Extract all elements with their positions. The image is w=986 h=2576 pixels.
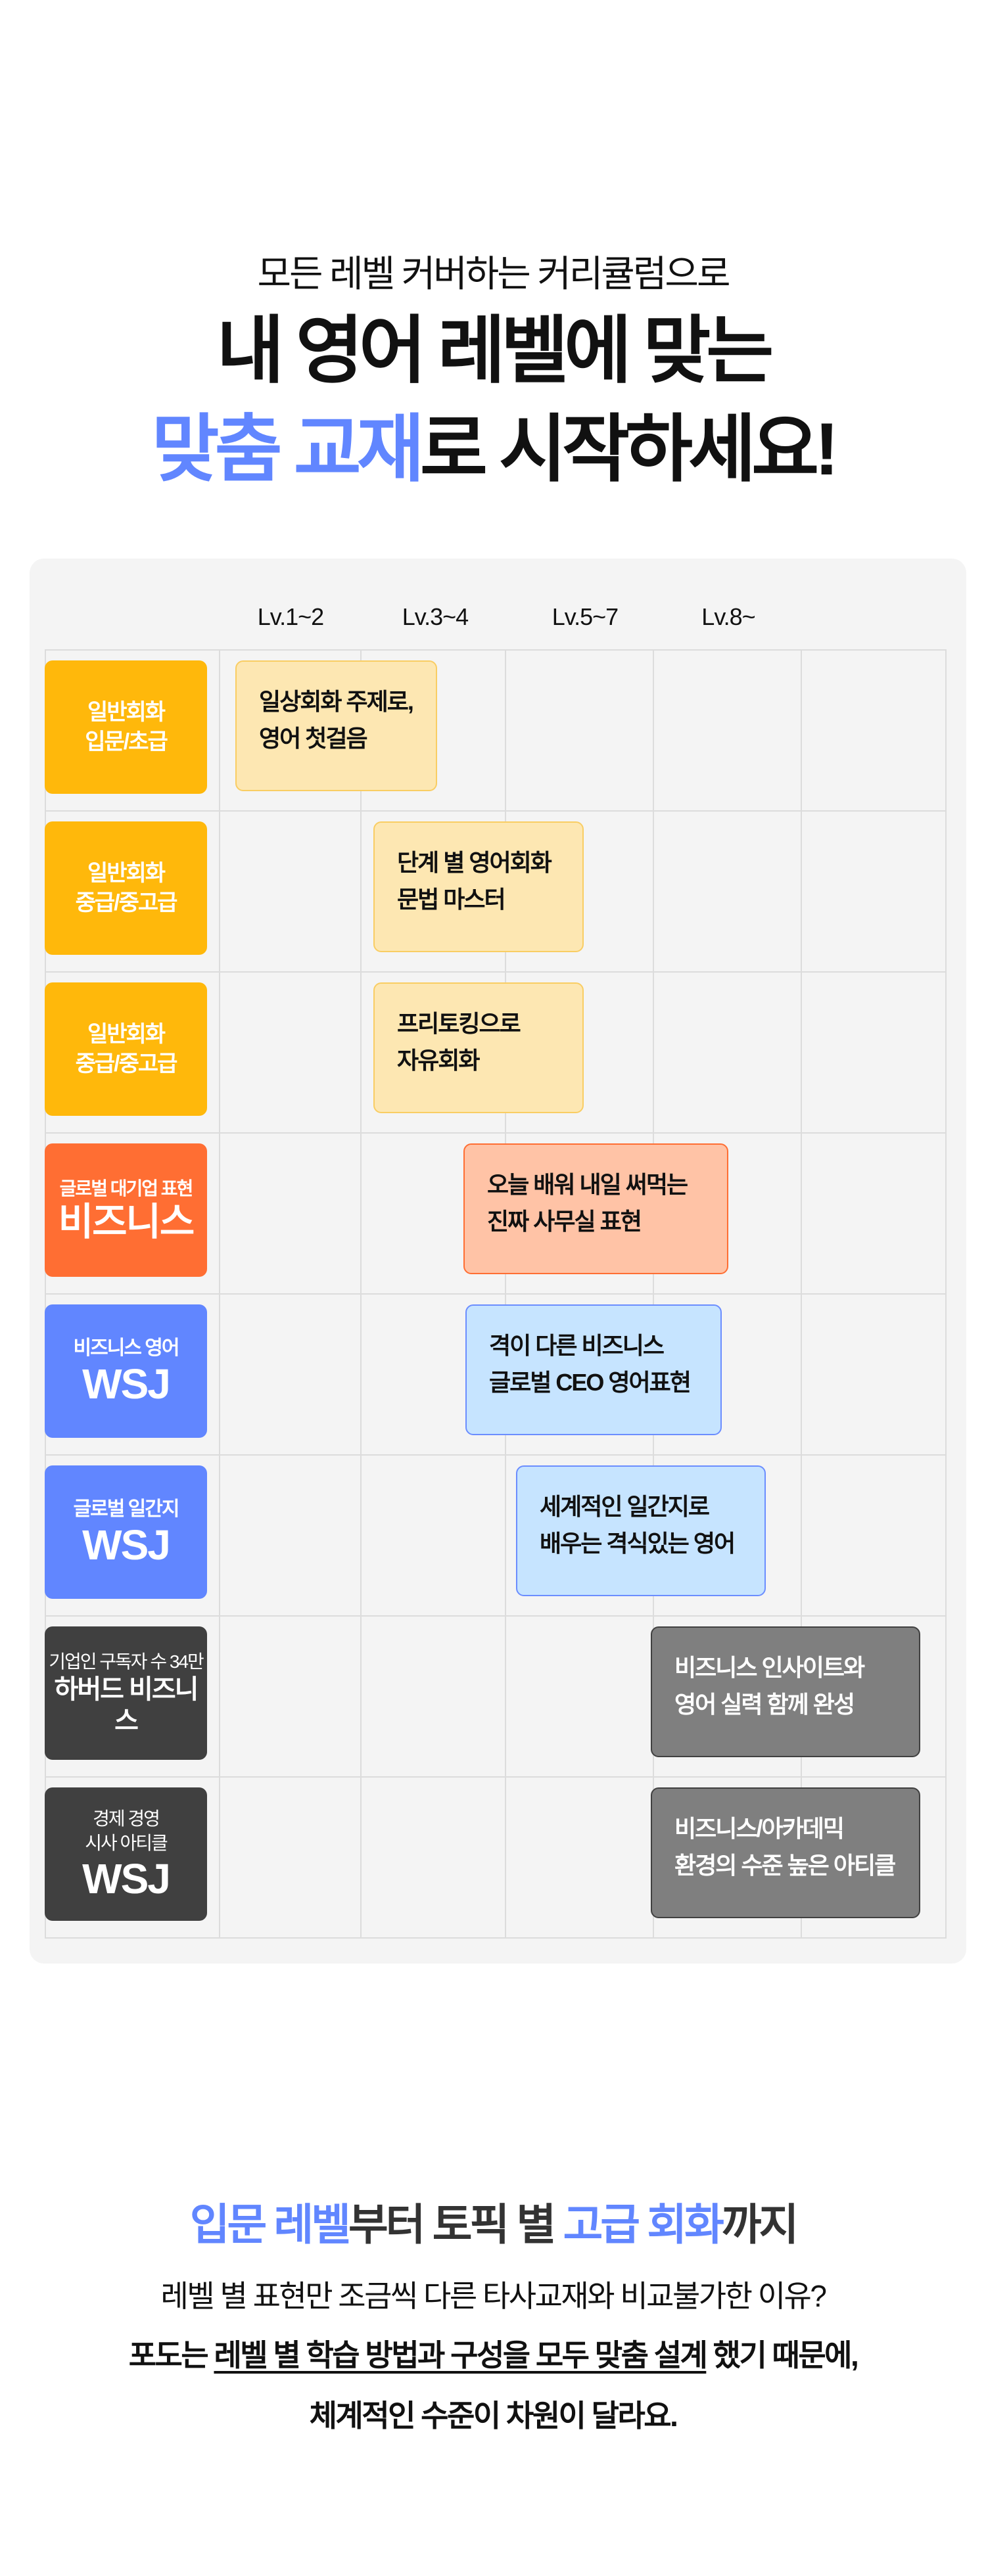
card-line: 비즈니스/아카데믹 <box>674 1814 845 1842</box>
card-line: 진짜 사무실 표현 <box>487 1207 642 1235</box>
grid-line <box>45 1776 947 1778</box>
grid-line <box>45 810 947 812</box>
title-text: 부터 토픽 별 <box>348 2200 563 2249</box>
text: 했기 때문에, <box>706 2338 859 2372</box>
course-label-intermediate-2: 일반회화 중급/중고급 <box>45 982 207 1116</box>
label-line: 일반회화 <box>87 1022 166 1047</box>
card-line: 오늘 배워 내일 써먹는 <box>487 1170 688 1198</box>
title-highlight: 입문 레벨 <box>189 2200 351 2249</box>
course-card-wsj-article: 비즈니스/아카데믹 환경의 수준 높은 아티클 <box>651 1787 920 1918</box>
bottom-text-line3: 체계적인 수준이 차원이 달라요. <box>309 2399 678 2433</box>
card-line: 격이 다른 비즈니스 <box>489 1331 665 1359</box>
section-subtitle: 모든 레벨 커버하는 커리큘럼으로 <box>257 253 731 294</box>
card-line: 일상회화 주제로, <box>259 687 414 715</box>
card-line: 배우는 격식있는 영어 <box>540 1529 736 1557</box>
bottom-text-line2: 포도는 레벨 별 학습 방법과 구성을 모두 맞춤 설계 했기 때문에, <box>0 2332 986 2375</box>
grid-line <box>45 1293 947 1295</box>
card-line: 글로벌 CEO 영어표현 <box>489 1368 692 1396</box>
card-line: 환경의 수준 높은 아티클 <box>674 1851 896 1879</box>
text: 포도는 <box>128 2338 214 2372</box>
card-line: 세계적인 일간지로 <box>540 1492 710 1520</box>
label-line: 일반회화 <box>87 700 166 725</box>
course-label-wsj-article: 경제 경영 시사 아티클 WSJ <box>45 1787 207 1921</box>
label-line: WSJ <box>82 1360 171 1408</box>
label-line: 시사 아티클 <box>85 1833 168 1854</box>
level-header-1: Lv.1~2 <box>257 603 324 630</box>
card-line: 자유회화 <box>397 1046 480 1074</box>
course-label-wsj-daily: 글로벌 일간지 WSJ <box>45 1465 207 1599</box>
course-card-wsj-daily: 세계적인 일간지로 배우는 격식있는 영어 <box>516 1465 766 1596</box>
course-card-beginner: 일상회화 주제로, 영어 첫걸음 <box>235 660 437 791</box>
label-line: 비즈니스 <box>58 1200 195 1243</box>
card-line: 문법 마스터 <box>397 885 506 913</box>
label-line: 하버드 비즈니스 <box>54 1675 199 1736</box>
course-card-grammar: 단계 별 영어회화 문법 마스터 <box>373 821 584 952</box>
card-line: 영어 실력 함께 완성 <box>674 1690 855 1718</box>
bottom-title: 입문 레벨부터 토픽 별 고급 회화까지 <box>0 2190 986 2253</box>
headline-line2: 맞춤 교재로 시작하세요! <box>0 413 986 486</box>
course-label-business: 글로벌 대기업 표현 비즈니스 <box>45 1143 207 1277</box>
underlined-text: 레벨 별 학습 방법과 구성을 모두 맞춤 설계 <box>214 2338 707 2372</box>
label-line: 글로벌 일간지 <box>73 1498 180 1520</box>
label-line: WSJ <box>82 1521 171 1569</box>
headline-highlight: 맞춤 교재 <box>151 408 425 490</box>
label-line: 입문/초급 <box>85 729 168 754</box>
card-line: 영어 첫걸음 <box>259 724 368 752</box>
course-card-hbr: 비즈니스 인사이트와 영어 실력 함께 완성 <box>651 1626 920 1757</box>
headline-line1: 내 영어 레벨에 맞는 <box>216 310 774 392</box>
title-highlight: 고급 회화 <box>563 2200 724 2249</box>
grid-line <box>45 1937 947 1939</box>
label-line: 중급/중고급 <box>75 1051 178 1076</box>
label-line: 기업인 구독자 수 34만 <box>49 1651 204 1672</box>
label-line: 비즈니스 영어 <box>73 1337 180 1359</box>
headline-rest: 로 시작하세요! <box>419 408 839 490</box>
level-header-4: Lv.8~ <box>701 603 755 630</box>
label-line: 중급/중고급 <box>75 890 178 915</box>
label-line: 일반회화 <box>87 861 166 886</box>
label-line: 글로벌 대기업 표현 <box>59 1178 194 1199</box>
course-label-beginner: 일반회화 입문/초급 <box>45 660 207 794</box>
grid-line <box>45 1615 947 1617</box>
course-label-intermediate: 일반회화 중급/중고급 <box>45 821 207 955</box>
course-label-wsj-business: 비즈니스 영어 WSJ <box>45 1304 207 1438</box>
level-header-2: Lv.3~4 <box>402 603 469 630</box>
course-card-freetalking: 프리토킹으로 자유회화 <box>373 982 584 1113</box>
grid-line <box>45 1132 947 1134</box>
title-text: 까지 <box>721 2200 799 2249</box>
course-card-business: 오늘 배워 내일 써먹는 진짜 사무실 표현 <box>463 1143 728 1274</box>
card-line: 단계 별 영어회화 <box>397 848 552 876</box>
grid-line <box>45 1454 947 1456</box>
bottom-text-line1: 레벨 별 표현만 조금씩 다른 타사교재와 비교불가한 이유? <box>160 2279 827 2313</box>
label-line: 경제 경영 <box>93 1808 160 1829</box>
grid-line <box>45 649 947 651</box>
label-line: WSJ <box>82 1855 171 1903</box>
course-label-hbr: 기업인 구독자 수 34만 하버드 비즈니스 <box>45 1626 207 1760</box>
grid-line <box>45 971 947 973</box>
card-line: 비즈니스 인사이트와 <box>674 1653 865 1681</box>
course-card-wsj-business: 격이 다른 비즈니스 글로벌 CEO 영어표현 <box>465 1304 722 1435</box>
level-header-3: Lv.5~7 <box>552 603 619 630</box>
card-line: 프리토킹으로 <box>397 1009 521 1037</box>
